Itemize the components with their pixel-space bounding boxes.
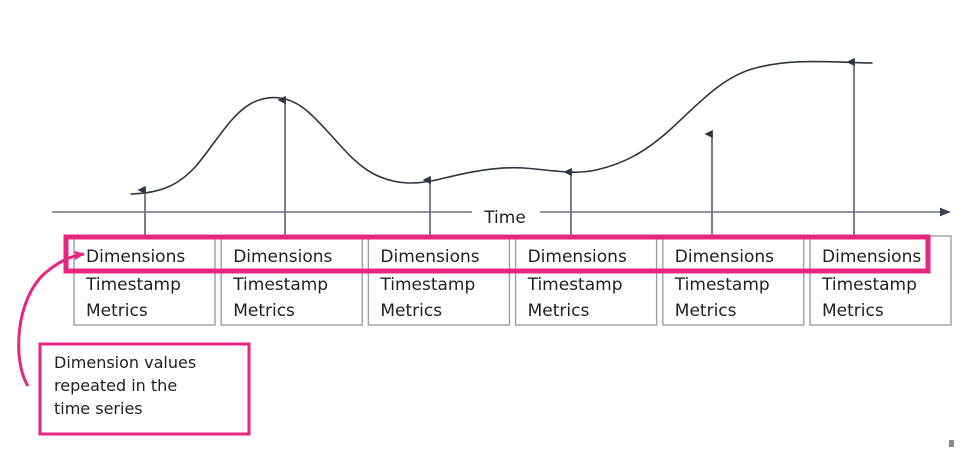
record-field-dimensions: Dimensions [528,247,627,267]
record-field-metrics: Metrics [86,301,148,321]
callout-connector-arrow [17,250,85,387]
time-axis-label: Time [483,208,526,228]
record-field-metrics: Metrics [822,301,884,321]
timeseries-curve [130,60,873,195]
callout-text-line-1: Dimension values [54,353,196,372]
record-field-metrics: Metrics [675,301,737,321]
record-box-outline [73,235,216,326]
record-box-outline [662,235,805,326]
record-box-outline [220,235,363,326]
record-field-dimensions: Dimensions [675,247,774,267]
timeseries-curve-group [130,60,873,195]
record-field-dimensions: Dimensions [233,247,332,267]
callout-note: Dimension values repeated in the time se… [38,342,251,436]
record-field-timestamp: Timestamp [527,275,623,295]
record-field-metrics: Metrics [528,301,590,321]
record-box-list: DimensionsTimestampMetricsDimensionsTime… [73,235,952,326]
callout-text-line-2: repeated in the [54,376,177,395]
data-point-arrows [137,57,855,236]
record-field-timestamp: Timestamp [821,275,917,295]
record-field-dimensions: Dimensions [822,247,921,267]
record-field-timestamp: Timestamp [674,275,770,295]
dimensions-highlight-box [63,234,931,274]
record-field-dimensions: Dimensions [86,247,185,267]
record-field-dimensions: Dimensions [380,247,479,267]
record-field-metrics: Metrics [380,301,442,321]
callout-box [38,342,251,436]
record-field-timestamp: Timestamp [232,275,328,295]
record-box-outline [367,235,511,326]
record-field-timestamp: Timestamp [85,275,181,295]
record-field-metrics: Metrics [233,301,295,321]
corner-artifact [949,440,954,447]
record-box-outline [514,235,658,326]
time-axis: Time [52,207,951,228]
callout-text-line-3: time series [54,399,143,418]
record-field-timestamp: Timestamp [379,275,475,295]
